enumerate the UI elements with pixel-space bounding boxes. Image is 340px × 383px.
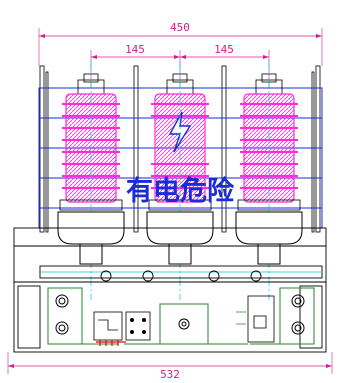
dimension-532-label: 532 (160, 368, 180, 381)
mechanism-housings (57, 211, 303, 265)
dimension-overall-bottom: 532 (7, 352, 333, 381)
dimension-145-right-label: 145 (214, 43, 234, 56)
frame-posts (39, 65, 321, 233)
control-box (236, 295, 275, 343)
auxiliary-relay-block (93, 311, 151, 346)
warning-label: 有电危险 (126, 175, 235, 207)
terminal-bolts (55, 294, 305, 335)
terminal-frames (47, 287, 315, 345)
dimension-phase-spacing: 145 145 (90, 43, 270, 88)
dimension-overall-top: 450 (38, 21, 323, 66)
dimension-450-label: 450 (170, 21, 190, 34)
dimension-145-left-label: 145 (125, 43, 145, 56)
base-cabinet (13, 227, 327, 353)
